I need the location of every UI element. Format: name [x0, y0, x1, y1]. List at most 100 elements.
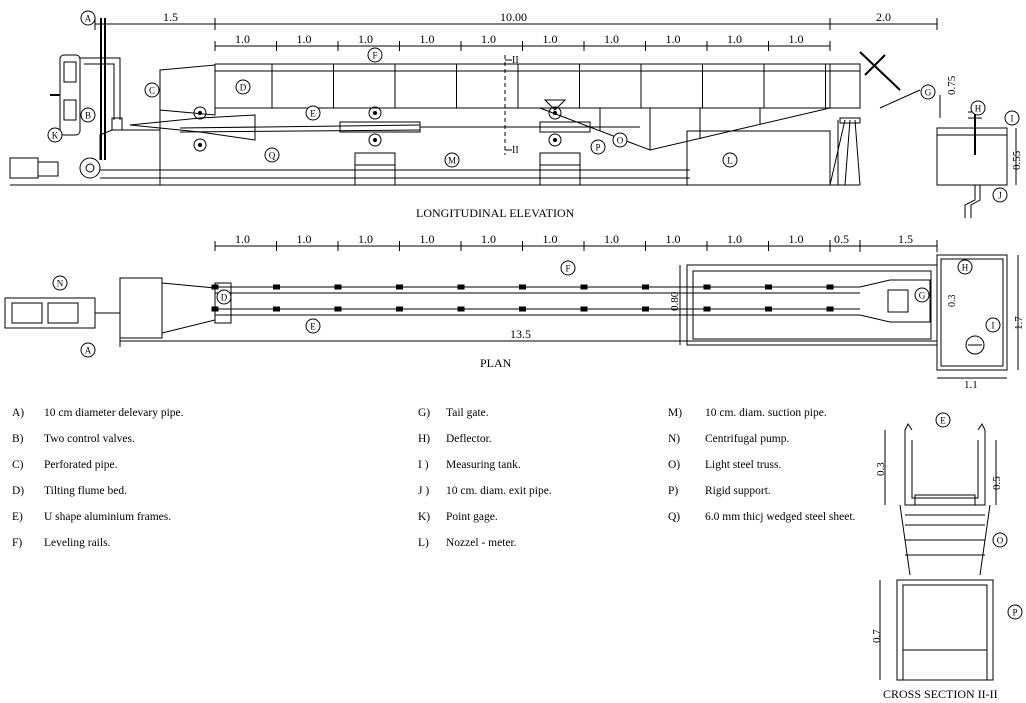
callout-j: J: [992, 187, 1008, 203]
svg-text:I: I: [1011, 114, 1014, 124]
legend-text: 10 cm. diam. exit pipe.: [446, 485, 552, 497]
frame-post: [211, 284, 219, 290]
svg-text:A: A: [85, 14, 92, 24]
legend-key: A): [12, 407, 25, 419]
title-cross-section: CROSS SECTION II-II: [883, 687, 998, 701]
frame-post: [273, 306, 280, 312]
legend-text: U shape aluminium frames.: [44, 511, 172, 523]
svg-text:C: C: [149, 86, 155, 96]
legend-text: Deflector.: [446, 433, 492, 445]
callout-e: E: [305, 318, 321, 334]
callout-k: K: [47, 127, 63, 143]
spacing-label: 1.0: [604, 32, 619, 46]
legend-key: K): [418, 511, 431, 523]
callout-e: E: [935, 412, 951, 428]
svg-text:F: F: [372, 51, 377, 61]
spacing-label: 1.0: [543, 32, 558, 46]
frame-post: [826, 306, 834, 312]
callout-h: H: [957, 259, 973, 275]
spacing-label: 1.0: [235, 32, 250, 46]
title-elevation: LONGITUDINAL ELEVATION: [416, 206, 575, 220]
callout-e: E: [305, 105, 321, 121]
dim-sec-b: 0.5: [991, 476, 1003, 490]
svg-text:O: O: [997, 536, 1004, 546]
svg-text:B: B: [85, 111, 91, 121]
spacing-label: 1.0: [420, 232, 435, 246]
svg-text:D: D: [221, 293, 228, 303]
spacing-label: 1.0: [789, 232, 804, 246]
legend-text: Light steel truss.: [705, 459, 782, 471]
legend-key: C): [12, 459, 24, 471]
legend-key: G): [418, 407, 431, 419]
callout-i: I: [985, 317, 1001, 333]
frame-post: [334, 306, 342, 312]
frame-post: [826, 284, 834, 290]
frame-post: [765, 284, 772, 290]
frame-post: [580, 284, 588, 290]
section-mark-bottom: II: [512, 145, 519, 156]
legend-text: Perforated pipe.: [44, 459, 118, 471]
dim-tank-width: 1.1: [964, 379, 978, 391]
spacing-label: 1.0: [666, 32, 681, 46]
svg-text:Q: Q: [269, 151, 276, 161]
dim-top-right: 2.0: [876, 10, 891, 24]
dim-tank-side: 1.7: [1013, 316, 1025, 330]
legend-text: Two control valves.: [44, 433, 135, 445]
frame-post: [519, 284, 526, 290]
steel-truss: [539, 107, 831, 151]
callout-l: L: [722, 152, 738, 168]
callout-a: A: [80, 342, 96, 358]
cross-section: 0.3 0.5 0.7 CROSS SECTION II-II: [871, 423, 1003, 701]
svg-text:G: G: [919, 291, 926, 301]
legend-text: Tilting flume bed.: [44, 485, 127, 497]
dim-deflector-width: 0.3: [947, 295, 958, 308]
spacing-label: 1.0: [297, 32, 312, 46]
legend-key: H): [418, 433, 431, 445]
svg-text:H: H: [975, 104, 982, 114]
spacing-label: 1.0: [235, 232, 250, 246]
spacing-label: 1.0: [358, 32, 373, 46]
callout-d: D: [235, 79, 251, 95]
legend-text: Rigid support.: [705, 485, 771, 497]
spacing-ticks: [214, 41, 831, 51]
spacing-label: 1.0: [789, 32, 804, 46]
frame-post: [642, 306, 649, 312]
dim-tank-height: 0.55: [1011, 150, 1023, 170]
svg-text:O: O: [617, 136, 624, 146]
frame-post: [334, 284, 342, 290]
spacing-label: 1.0: [604, 232, 619, 246]
svg-text:I: I: [992, 321, 995, 331]
callout-o: O: [612, 132, 628, 148]
frame-post: [457, 306, 465, 312]
frame-post: [519, 306, 526, 312]
svg-text:E: E: [310, 322, 316, 332]
spacing-label: 1.0: [727, 232, 742, 246]
svg-text:J: J: [998, 191, 1002, 201]
spacing-label: 1.0: [666, 232, 681, 246]
legend-text: Nozzel - meter.: [446, 537, 517, 549]
callout-o: O: [992, 532, 1008, 548]
legend-key: D): [12, 485, 25, 497]
svg-text:K: K: [52, 131, 59, 141]
svg-text:L: L: [727, 156, 733, 166]
dim-plan-end: 1.5: [898, 232, 913, 246]
frame-post: [642, 284, 649, 290]
callout-g: G: [920, 84, 936, 100]
legend-key: B): [12, 433, 24, 445]
title-plan: PLAN: [480, 356, 512, 370]
legend-key: N): [668, 433, 681, 445]
callout-i: I: [1004, 110, 1020, 126]
frame-post: [273, 284, 280, 290]
legend-key: I ): [418, 459, 429, 471]
callout-b: B: [80, 107, 96, 123]
callout-p: P: [1007, 604, 1023, 620]
callout-q: Q: [264, 147, 280, 163]
legend-key: Q): [668, 511, 681, 523]
svg-text:E: E: [310, 109, 316, 119]
callout-c: C: [144, 82, 160, 98]
callout-m: M: [444, 152, 460, 168]
frame-post: [580, 306, 588, 312]
